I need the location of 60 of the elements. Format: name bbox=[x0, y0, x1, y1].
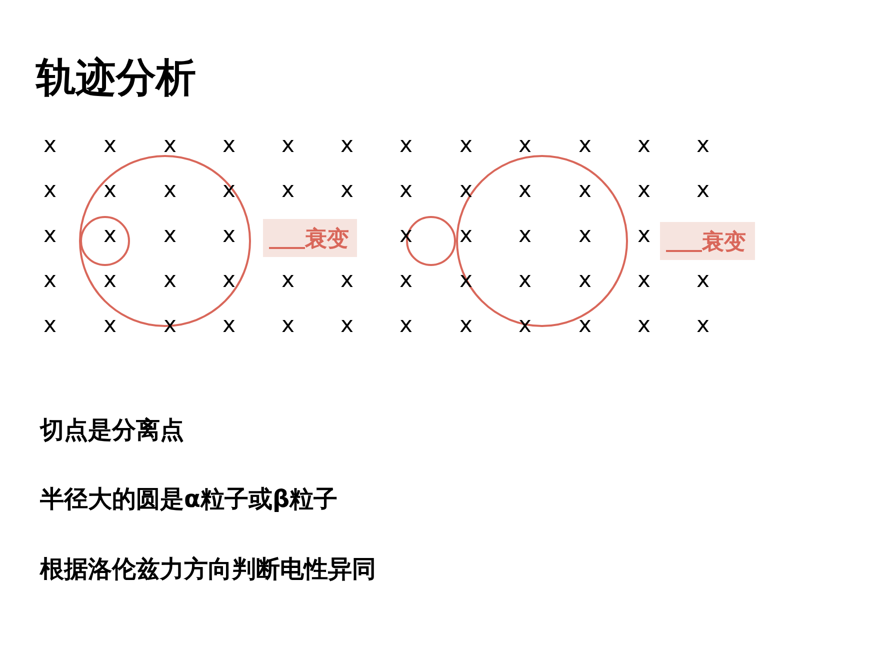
field-mark: x bbox=[399, 315, 413, 337]
field-mark: x bbox=[637, 135, 651, 157]
field-mark: x bbox=[222, 270, 236, 292]
field-mark: x bbox=[459, 135, 473, 157]
decay-label: 衰变 bbox=[305, 226, 349, 253]
field-mark: x bbox=[281, 180, 295, 202]
note-text: 半径大的圆是α粒子或β粒子 bbox=[40, 484, 338, 515]
field-mark: x bbox=[696, 270, 710, 292]
field-mark: x bbox=[222, 225, 236, 247]
field-mark: x bbox=[578, 180, 592, 202]
field-mark: x bbox=[340, 270, 354, 292]
field-mark: x bbox=[43, 135, 57, 157]
field-mark: x bbox=[163, 180, 177, 202]
field-mark: x bbox=[340, 315, 354, 337]
field-mark: x bbox=[399, 135, 413, 157]
field-mark: x bbox=[43, 315, 57, 337]
field-mark: x bbox=[222, 135, 236, 157]
field-mark: x bbox=[399, 180, 413, 202]
title: 轨迹分析 bbox=[36, 54, 196, 103]
field-mark: x bbox=[103, 225, 117, 247]
field-mark: x bbox=[637, 225, 651, 247]
field-mark: x bbox=[103, 315, 117, 337]
note-text: 切点是分离点 bbox=[40, 415, 184, 446]
field-mark: x bbox=[281, 315, 295, 337]
decay-label: 衰变 bbox=[702, 230, 746, 256]
field-mark: x bbox=[281, 135, 295, 157]
trajectory-circle bbox=[80, 216, 130, 266]
field-mark: x bbox=[459, 180, 473, 202]
field-mark: x bbox=[696, 315, 710, 337]
field-mark: x bbox=[163, 270, 177, 292]
field-mark: x bbox=[103, 270, 117, 292]
field-mark: x bbox=[43, 270, 57, 292]
field-mark: x bbox=[578, 270, 592, 292]
field-mark: x bbox=[578, 315, 592, 337]
field-mark: x bbox=[518, 225, 532, 247]
field-mark: x bbox=[222, 315, 236, 337]
field-mark: x bbox=[43, 180, 57, 202]
field-mark: x bbox=[163, 135, 177, 157]
field-mark: x bbox=[399, 270, 413, 292]
field-mark: x bbox=[459, 315, 473, 337]
field-mark: x bbox=[103, 135, 117, 157]
field-mark: x bbox=[163, 225, 177, 247]
field-mark: x bbox=[459, 225, 473, 247]
field-mark: x bbox=[637, 270, 651, 292]
field-mark: x bbox=[518, 135, 532, 157]
field-mark: x bbox=[43, 225, 57, 247]
field-mark: x bbox=[518, 270, 532, 292]
field-mark: x bbox=[696, 135, 710, 157]
field-mark: x bbox=[578, 225, 592, 247]
field-mark: x bbox=[696, 180, 710, 202]
field-mark: x bbox=[281, 270, 295, 292]
field-mark: x bbox=[103, 180, 117, 202]
field-mark: x bbox=[340, 180, 354, 202]
field-mark: x bbox=[340, 135, 354, 157]
field-mark: x bbox=[578, 135, 592, 157]
field-mark: x bbox=[637, 180, 651, 202]
note-text: 根据洛伦兹力方向判断电性异同 bbox=[40, 554, 376, 585]
field-mark: x bbox=[518, 180, 532, 202]
field-mark: x bbox=[637, 315, 651, 337]
field-mark: x bbox=[222, 180, 236, 202]
